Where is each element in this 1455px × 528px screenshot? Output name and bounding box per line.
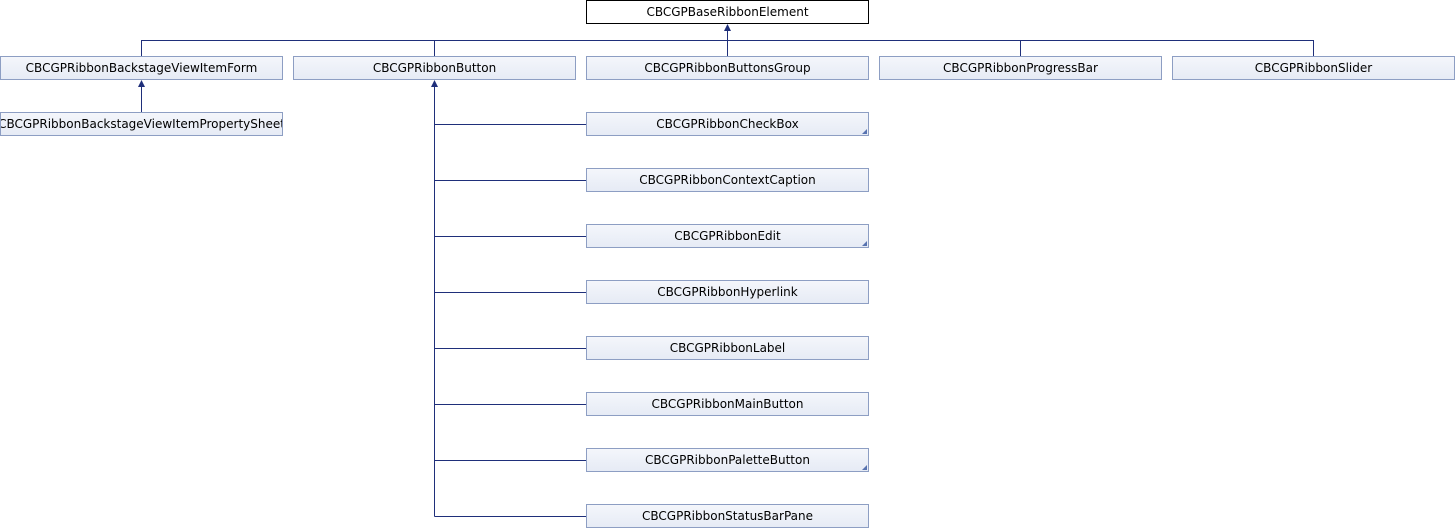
node-cbcgp-base-ribbon-element[interactable]: CBCGPBaseRibbonElement: [586, 0, 869, 24]
inheritance-arrow-icon: [431, 80, 438, 87]
node-label: CBCGPRibbonStatusBarPane: [642, 509, 813, 523]
node-label: CBCGPRibbonLabel: [669, 341, 786, 355]
node-ribbon-main-button[interactable]: CBCGPRibbonMainButton: [586, 392, 869, 416]
has-subclasses-icon: [862, 129, 867, 134]
node-label: CBCGPRibbonButton: [372, 61, 497, 75]
node-ribbon-buttons-group[interactable]: CBCGPRibbonButtonsGroup: [586, 56, 869, 80]
node-label: CBCGPRibbonBackstageViewItemForm: [25, 61, 258, 75]
node-label: CBCGPRibbonMainButton: [651, 397, 804, 411]
node-backstage-view-item-property-sheet[interactable]: CBCGPRibbonBackstageViewItemPropertyShee…: [0, 112, 283, 136]
node-label: CBCGPRibbonPaletteButton: [645, 453, 810, 467]
node-label: CBCGPRibbonCheckBox: [656, 117, 799, 131]
node-ribbon-status-bar-pane[interactable]: CBCGPRibbonStatusBarPane: [586, 504, 869, 528]
node-ribbon-check-box[interactable]: CBCGPRibbonCheckBox: [586, 112, 869, 136]
node-label: CBCGPRibbonBackstageViewItemPropertyShee…: [0, 117, 283, 131]
node-ribbon-button[interactable]: CBCGPRibbonButton: [293, 56, 576, 80]
has-subclasses-icon: [862, 465, 867, 470]
node-backstage-view-item-form[interactable]: CBCGPRibbonBackstageViewItemForm: [0, 56, 283, 80]
node-label: CBCGPRibbonEdit: [674, 229, 781, 243]
node-label: CBCGPRibbonProgressBar: [943, 61, 1098, 75]
node-ribbon-edit[interactable]: CBCGPRibbonEdit: [586, 224, 869, 248]
node-ribbon-progress-bar[interactable]: CBCGPRibbonProgressBar: [879, 56, 1162, 80]
node-label: CBCGPRibbonSlider: [1254, 61, 1373, 75]
has-subclasses-icon: [862, 241, 867, 246]
inheritance-arrow-icon: [138, 80, 145, 87]
node-label: CBCGPRibbonHyperlink: [657, 285, 798, 299]
inheritance-arrow-icon: [724, 24, 731, 31]
node-ribbon-slider[interactable]: CBCGPRibbonSlider: [1172, 56, 1455, 80]
node-label: CBCGPRibbonButtonsGroup: [644, 61, 811, 75]
node-label: CBCGPRibbonContextCaption: [639, 173, 816, 187]
node-ribbon-palette-button[interactable]: CBCGPRibbonPaletteButton: [586, 448, 869, 472]
node-ribbon-label[interactable]: CBCGPRibbonLabel: [586, 336, 869, 360]
node-ribbon-context-caption[interactable]: CBCGPRibbonContextCaption: [586, 168, 869, 192]
node-ribbon-hyperlink[interactable]: CBCGPRibbonHyperlink: [586, 280, 869, 304]
node-label: CBCGPBaseRibbonElement: [646, 5, 809, 19]
